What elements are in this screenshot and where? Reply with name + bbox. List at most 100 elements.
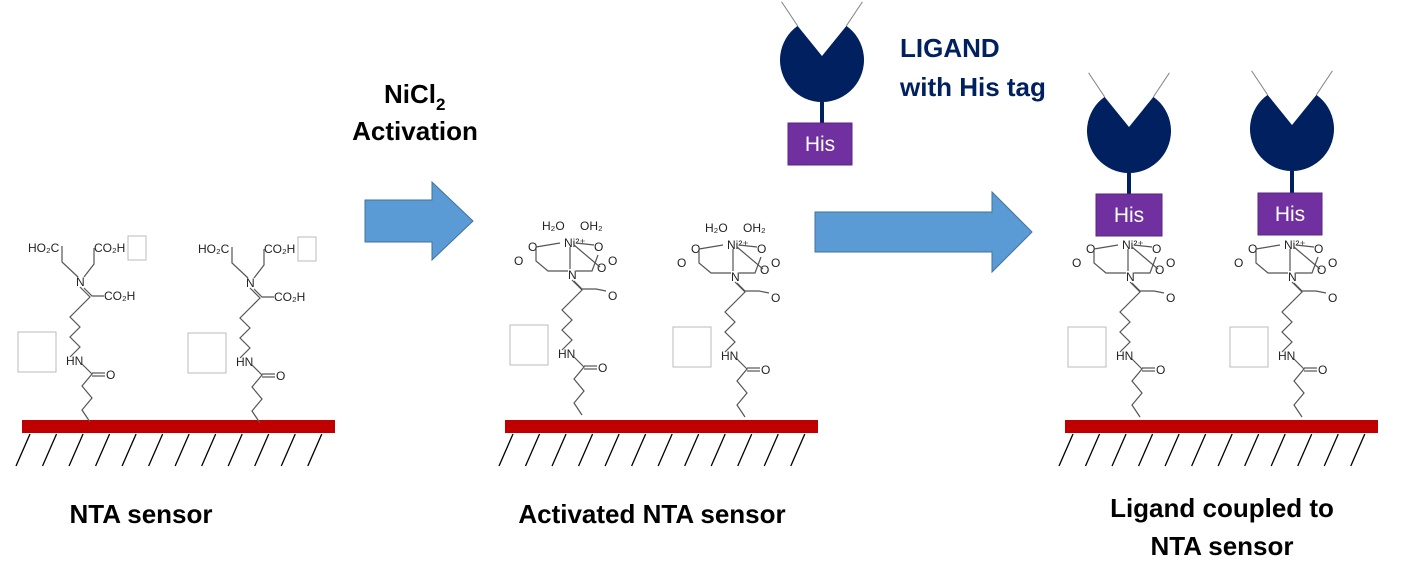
his-tag-box <box>787 122 853 166</box>
linker-chain <box>251 364 263 424</box>
linker-chain <box>1131 358 1143 418</box>
coordination-bond <box>575 242 595 246</box>
placeholder-box <box>1229 326 1269 368</box>
caption-activated-nta-sensor: Activated NTA sensor <box>518 499 785 529</box>
surface-hatch-line <box>763 433 779 467</box>
binding-site-line <box>1088 72 1106 98</box>
water-ligand-label: OH₂ <box>580 219 603 233</box>
ho2c-label: HO₂C <box>28 241 60 255</box>
oxygen-label: O <box>1317 263 1326 277</box>
carboxyl-arm <box>253 288 274 298</box>
oxygen-label: O <box>771 256 780 270</box>
placeholder-box <box>509 324 549 366</box>
hn-label: HN <box>66 354 83 368</box>
coupling-arrow <box>814 190 1033 274</box>
surface-hatch-line <box>684 433 700 467</box>
oxygen-label: O <box>528 240 537 254</box>
hn-label: HN <box>558 347 575 361</box>
ho2c-label: HO₂C <box>198 242 230 256</box>
oxygen-label: O <box>771 291 780 305</box>
coordination-bond <box>738 244 758 248</box>
hn-label: HN <box>1278 349 1295 363</box>
oxygen-label: O <box>608 289 617 303</box>
caption-nta-sensor: NTA sensor <box>69 499 212 529</box>
surface-hatch-line <box>1217 433 1233 467</box>
placeholder-box <box>17 331 57 373</box>
surface-hatch-line <box>1323 433 1339 467</box>
water-ligand-label: OH₂ <box>743 221 766 235</box>
coordination-bond <box>1131 246 1159 270</box>
his-tag-label: His <box>805 133 835 156</box>
ligand-legend-title: LIGAND <box>900 33 1000 63</box>
binding-site-line <box>845 1 863 27</box>
oxygen-label: O <box>1166 256 1175 270</box>
co2h-label: CO₂H <box>274 290 305 304</box>
hn-label: HN <box>721 349 738 363</box>
coordination-bond <box>736 246 764 270</box>
activation-arrow <box>364 180 474 262</box>
co2h-label: CO₂H <box>264 242 295 256</box>
surface-hatch-line <box>1164 433 1180 467</box>
surface-hatch-line <box>254 433 270 467</box>
surface-hatch-line <box>737 433 753 467</box>
surface-hatch-line <box>604 433 620 467</box>
placeholder-box <box>297 236 317 262</box>
carboxyl-arm <box>573 280 607 292</box>
surface-hatch-line <box>790 433 806 467</box>
surface-hatch-line <box>498 433 514 467</box>
carbonyl-oxygen: O <box>761 363 770 377</box>
surface-hatch-line <box>551 433 567 467</box>
binding-site-line <box>1251 70 1269 96</box>
his-tag-box <box>1257 192 1323 236</box>
co2h-label: CO₂H <box>104 289 135 303</box>
oxygen-label: O <box>1248 242 1257 256</box>
acetate-arm <box>61 246 79 278</box>
surface-hatch-line <box>710 433 726 467</box>
acetate-ring <box>1296 256 1319 274</box>
carbonyl-oxygen: O <box>1156 363 1165 377</box>
linker-chain <box>81 363 93 423</box>
nitrogen-label: N <box>1126 270 1135 284</box>
carbonyl-oxygen: O <box>598 361 607 375</box>
acetate-ring <box>576 254 599 272</box>
linker-chain <box>573 356 585 416</box>
nitrogen-label: N <box>246 276 255 290</box>
surface-hatch-line <box>1244 433 1260 467</box>
surface-hatch-line <box>148 433 164 467</box>
coordination-bond <box>1255 244 1281 250</box>
nickel-ion-label: Ni²⁺ <box>564 236 586 250</box>
surface-hatch-line <box>68 433 84 467</box>
oxygen-label: O <box>1328 256 1337 270</box>
coordination-bond <box>698 244 724 250</box>
nicl2-subscript: 2 <box>436 95 445 114</box>
coordination-bond <box>1133 244 1153 248</box>
acetate-ring <box>698 251 731 274</box>
binding-site-line <box>1152 72 1170 98</box>
nitrogen-label: N <box>76 275 85 289</box>
acetate-ring <box>739 256 762 274</box>
hn-label: HN <box>236 355 253 369</box>
surface-hatch-line <box>1058 433 1074 467</box>
nicl2-main: NiCl <box>384 79 436 109</box>
nickel-ion-label: Ni²⁺ <box>1284 238 1306 252</box>
linker-chain <box>736 358 748 418</box>
oxygen-label: O <box>594 240 603 254</box>
nitrogen-label: N <box>1288 270 1297 284</box>
alkyl-chain <box>561 279 583 351</box>
ligand-body <box>1250 94 1335 172</box>
nickel-ion-label: Ni²⁺ <box>1122 238 1144 252</box>
acetate-ring <box>1134 256 1157 274</box>
oxygen-label: O <box>1072 256 1081 270</box>
nitrogen-label: N <box>731 270 740 284</box>
surface-hatch-line <box>41 433 58 467</box>
surface-hatch-line <box>307 433 323 467</box>
surface-hatch-line <box>1350 433 1366 467</box>
surface-hatch-line <box>1111 433 1127 467</box>
nickel-ion-label: Ni²⁺ <box>727 238 749 252</box>
hn-label: HN <box>1116 349 1133 363</box>
surface-hatch-line <box>1297 433 1313 467</box>
acetate-arm <box>253 249 265 279</box>
surface-hatch-line <box>227 433 243 467</box>
caption-ligand-coupled-line1: Ligand coupled to <box>1110 493 1334 523</box>
